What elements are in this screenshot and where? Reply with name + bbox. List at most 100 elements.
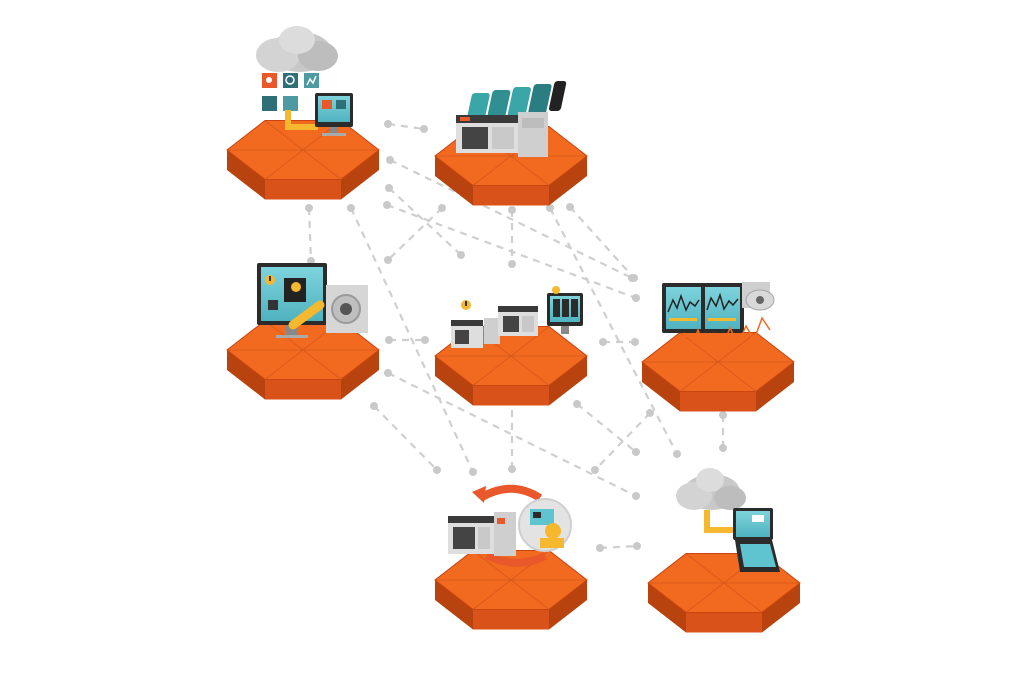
platform-facet [679, 332, 719, 363]
connector-dot [673, 450, 681, 458]
cloud-icon [676, 468, 746, 510]
connector-dot [386, 156, 394, 164]
connector-dot [566, 203, 574, 211]
connector-line [307, 207, 313, 262]
machine-icon [448, 512, 516, 556]
platform-facet [472, 355, 512, 386]
connector-line [576, 403, 637, 453]
platform-side [227, 150, 265, 200]
connector-dot [457, 251, 465, 259]
platform-side [756, 362, 794, 412]
connector-line [350, 207, 474, 473]
platform-side [435, 356, 473, 406]
platform-side [648, 583, 686, 633]
platform-facet [717, 361, 757, 392]
platform-side [642, 362, 680, 412]
connector-dot [573, 400, 581, 408]
monitor-icon [662, 283, 744, 333]
platform-side [549, 356, 587, 406]
connector-dot [384, 369, 392, 377]
platform-side [473, 609, 549, 630]
node-cloud-data [256, 26, 353, 136]
platform-facet [510, 579, 550, 610]
sensor-icon [742, 282, 775, 311]
connector-dot [469, 468, 477, 476]
connector-line [599, 544, 638, 550]
connector-dot [630, 274, 638, 282]
platform-side [549, 156, 587, 206]
connector-dot [632, 492, 640, 500]
platform-facet [685, 582, 725, 613]
connector-dot [719, 444, 727, 452]
connector-line [594, 412, 651, 471]
app-icons [262, 73, 319, 111]
platform-side [473, 185, 549, 206]
platform-facet [302, 149, 342, 180]
connector-dot [591, 466, 599, 474]
connector-dot [546, 204, 554, 212]
connector-dot [305, 204, 313, 212]
platform-facet [472, 155, 512, 186]
connector-dot [347, 204, 355, 212]
machine-icon [451, 306, 538, 348]
node-machine-toolchanger [456, 81, 567, 157]
node-signal-analysis [662, 282, 775, 355]
connector-dot [632, 448, 640, 456]
node-cad-monitor-spindle [257, 263, 368, 338]
connector-dot [632, 294, 640, 302]
platform-facet [264, 149, 304, 180]
connector-dot [421, 336, 429, 344]
connector-dot [384, 120, 392, 128]
connector-dot [599, 338, 607, 346]
platform-cloud-data [226, 120, 380, 200]
platform-side [227, 350, 265, 400]
platform-side [341, 350, 379, 400]
platform-side [341, 150, 379, 200]
platform-side [473, 385, 549, 406]
platform-cad-monitor-spindle [226, 320, 380, 400]
tool-magazine-icon [466, 81, 567, 123]
node-machine-cycle [448, 484, 572, 567]
connector-line [387, 122, 425, 131]
connector-dot [633, 542, 641, 550]
cycle-arrow-icon [472, 484, 547, 567]
platform-facet [510, 326, 550, 357]
connector-line [569, 206, 635, 279]
connector-dot [508, 465, 516, 473]
platform-facet [679, 361, 719, 392]
node-machine-line [451, 286, 583, 348]
connector-dot [384, 256, 392, 264]
spindle-icon [326, 285, 368, 333]
node-cloud-laptop [676, 468, 780, 572]
platform-facet [472, 550, 512, 581]
platform-side [686, 612, 762, 633]
connector-dot [420, 125, 428, 133]
warning-icon [265, 275, 275, 285]
connector-dot [508, 206, 516, 214]
connector-dot [631, 338, 639, 346]
platform-side [762, 583, 800, 633]
platform-side [435, 156, 473, 206]
warning-icon [461, 300, 471, 310]
platform-facet [302, 349, 342, 380]
connector-dot [646, 409, 654, 417]
monitor-icon [547, 286, 583, 334]
platform-facet [264, 120, 304, 151]
platform-side [265, 379, 341, 400]
platform-signal-analysis [641, 332, 795, 412]
connector-line [373, 405, 438, 471]
connector-dot [385, 336, 393, 344]
connector-line [549, 207, 678, 455]
connector-line [389, 159, 633, 279]
platform-facet [264, 349, 304, 380]
platform-facet [510, 355, 550, 386]
connector-dot [370, 402, 378, 410]
gear-icon [283, 73, 298, 88]
connector-dot [433, 466, 441, 474]
machine-icon [456, 112, 548, 157]
connector-lines [305, 120, 727, 552]
cloud-icon [256, 26, 338, 72]
connector-dot [719, 411, 727, 419]
platform-side [435, 580, 473, 630]
